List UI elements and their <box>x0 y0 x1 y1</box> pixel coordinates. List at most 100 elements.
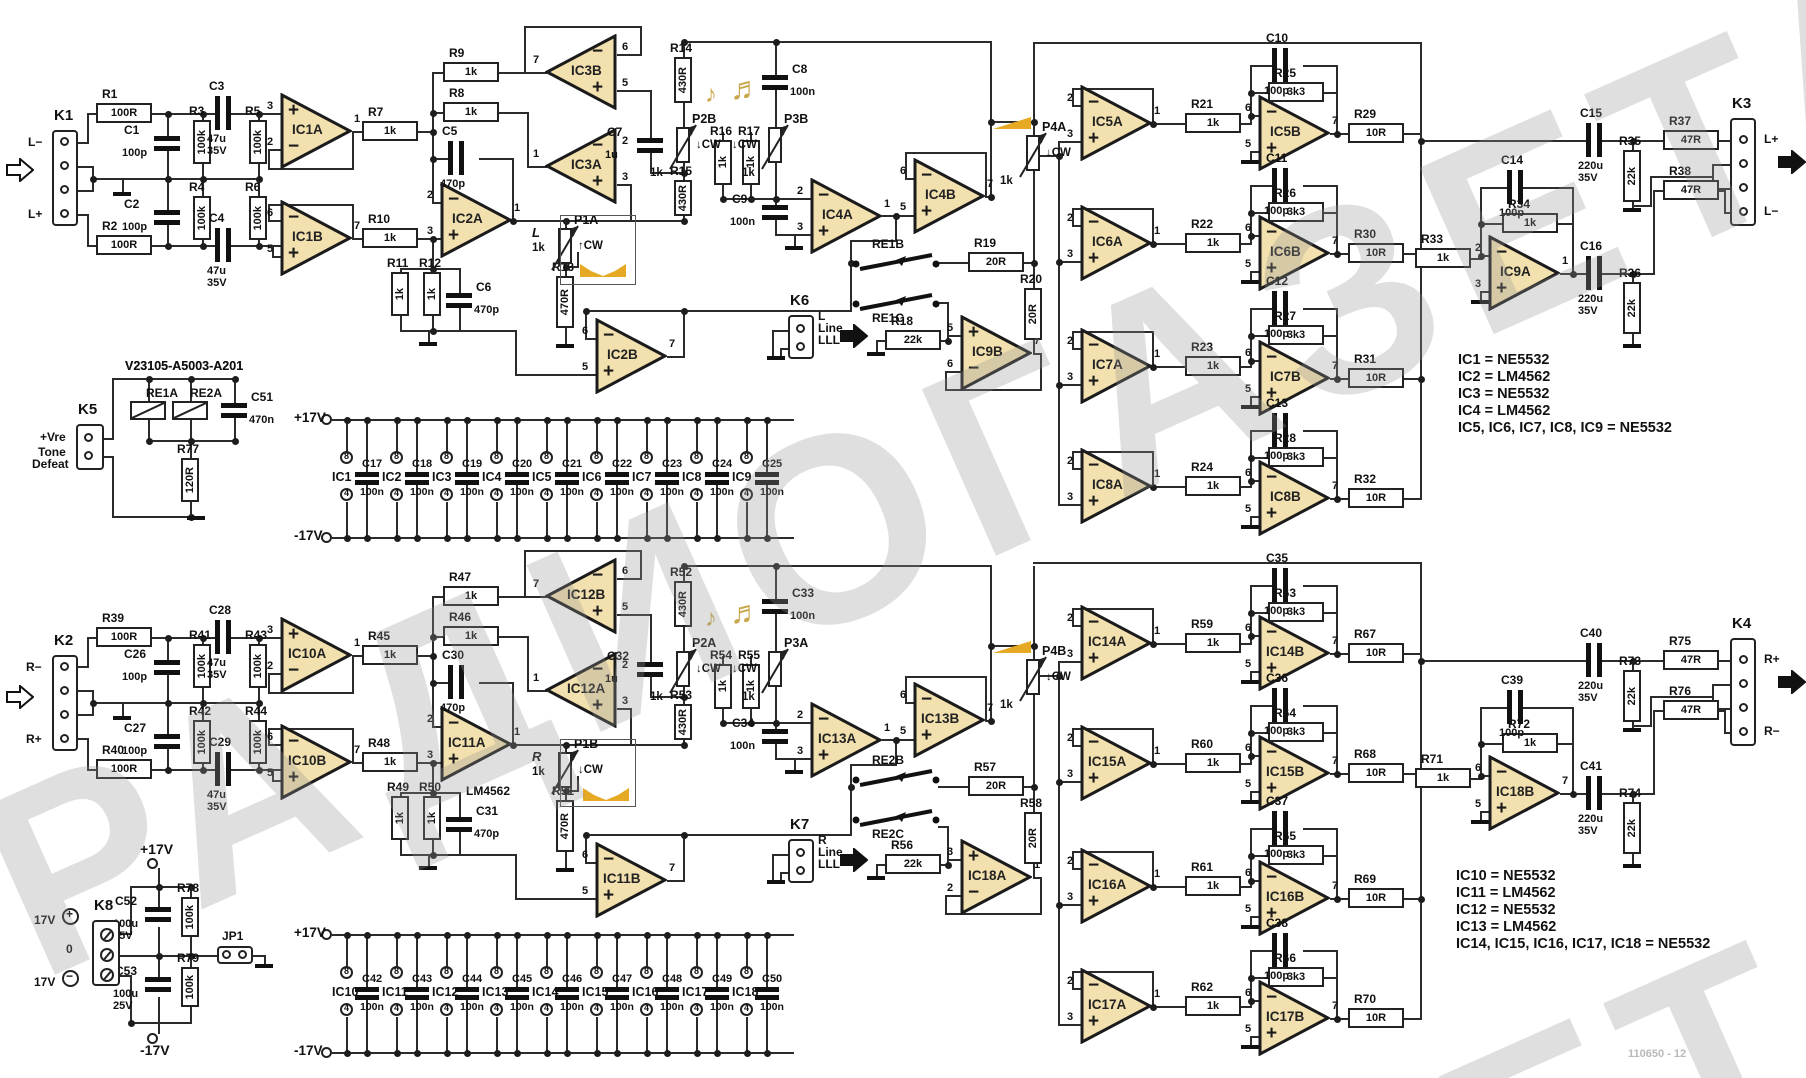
wire <box>346 934 348 967</box>
resistor-label: R20 <box>1020 272 1043 286</box>
opamp-sign-top: − <box>1088 455 1100 476</box>
junction-dot <box>772 195 780 203</box>
wire <box>646 1017 648 1054</box>
resistor-value: 10R <box>1365 127 1387 139</box>
ground-symbol <box>867 352 885 356</box>
text-label: RE1A <box>146 386 179 400</box>
wire <box>78 190 94 192</box>
resistor-r10: 1k <box>362 228 418 248</box>
ground-symbol <box>1623 864 1641 868</box>
opamp-sign-bottom: − <box>968 882 980 903</box>
wire <box>1336 185 1338 214</box>
capacitor-c3 <box>226 96 231 130</box>
wire <box>432 202 442 204</box>
resistor-label: R75 <box>1669 634 1692 648</box>
wire <box>1072 331 1074 350</box>
connector-k7 <box>788 839 814 883</box>
wire <box>432 238 434 270</box>
pot-label: P2B <box>692 112 717 126</box>
wire <box>332 419 794 421</box>
junction-dot <box>429 235 437 243</box>
wire <box>524 596 547 598</box>
wire <box>515 854 517 900</box>
opamp-pin-number: 5 <box>900 725 907 737</box>
wire <box>1712 684 1732 686</box>
wire <box>945 895 947 915</box>
opamp-triangle <box>1258 735 1330 811</box>
capacitor-c20 <box>505 472 529 477</box>
wire <box>905 676 907 704</box>
wire <box>432 112 445 114</box>
junction-dot <box>663 931 671 939</box>
connector-pin-label: 17V <box>34 913 56 927</box>
wire <box>895 215 897 242</box>
wire <box>428 854 430 868</box>
wire <box>92 702 260 704</box>
resistor-label: R70 <box>1354 992 1377 1006</box>
wire <box>1250 92 1270 94</box>
wire <box>1336 335 1338 380</box>
capacitor-label: C29 <box>209 735 232 749</box>
capacitor-c21 <box>555 480 579 485</box>
capacitor-value: 100p <box>1499 727 1525 739</box>
connector-label: K4 <box>1732 615 1752 632</box>
wire <box>1480 743 1504 745</box>
wire <box>617 184 632 186</box>
junction-dot <box>393 1049 401 1057</box>
ic-pin8-circle <box>490 451 503 464</box>
pot-cw-marker: ↓CW <box>732 663 757 675</box>
ic-pin4-circle <box>690 488 703 501</box>
opamp-pin-number: 2 <box>1067 212 1074 224</box>
wire <box>78 142 89 144</box>
resistor-label: R23 <box>1191 340 1214 354</box>
power-polarity-circle <box>62 908 79 925</box>
wire <box>666 934 668 989</box>
wire <box>1316 457 1338 459</box>
wire <box>1250 705 1274 707</box>
resistor-label: R40 <box>102 743 125 757</box>
opamp-triangle <box>1258 615 1330 691</box>
connector-pin-label: 0 <box>66 942 73 956</box>
resistor-value: 1k <box>1206 637 1220 649</box>
resistor-label: R79 <box>177 951 200 965</box>
pot-cw-marker: ↓CW <box>1046 147 1071 159</box>
resistor-r31: 10R <box>1348 368 1404 388</box>
opamp-pin-number: 7 <box>1332 235 1339 247</box>
resistor-value: 100k <box>252 205 264 231</box>
capacitor-value: 100n <box>510 1001 534 1013</box>
resistor-label: R78 <box>177 881 200 895</box>
wire <box>104 456 114 458</box>
resistor-label: R18 <box>891 314 914 328</box>
opamp-sign-top: − <box>288 207 300 228</box>
wire <box>190 955 192 969</box>
junction-dot <box>255 242 263 250</box>
resistor-label: R72 <box>1508 717 1531 731</box>
wire <box>1033 645 1035 661</box>
junction-dot <box>429 265 437 273</box>
ic-pin4-circle <box>640 1003 653 1016</box>
resistor-r36: 22k <box>1623 282 1641 334</box>
junction-dot <box>743 534 751 542</box>
opamp-pin-number: 7 <box>533 54 540 66</box>
capacitor-c35 <box>1272 568 1277 602</box>
wire <box>190 420 192 442</box>
capacitor-value: 100n <box>790 610 816 622</box>
resistor-value: 1k <box>1436 772 1450 784</box>
wire <box>772 330 790 332</box>
opamp-pin-number: 1 <box>514 726 521 738</box>
resistor-label: R43 <box>245 628 268 642</box>
ic-pin-number: 8 <box>744 451 750 461</box>
wire <box>585 834 852 836</box>
capacitor-value: 220u 35V <box>1578 293 1604 317</box>
resistor-r41: 100k <box>193 644 211 688</box>
resistor-label: R59 <box>1191 617 1214 631</box>
junction-dot <box>1629 137 1637 145</box>
wire <box>772 854 774 882</box>
wire <box>479 158 514 160</box>
junction-dot <box>343 931 351 939</box>
wire <box>1523 707 1574 709</box>
junction-dot <box>987 118 995 126</box>
wire <box>775 90 777 129</box>
